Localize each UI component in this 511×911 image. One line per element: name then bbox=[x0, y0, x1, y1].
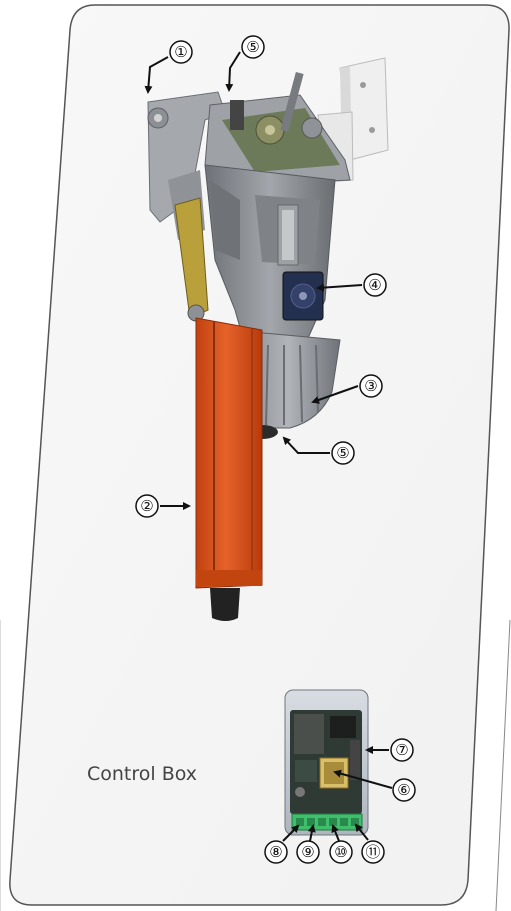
callout-8: ⑧ bbox=[264, 840, 288, 864]
arrow-c9 bbox=[307, 824, 316, 842]
link-rod bbox=[174, 197, 209, 322]
edge-line-right bbox=[495, 619, 511, 911]
callout-9: ⑨ bbox=[296, 840, 320, 864]
callout-9-text: ⑨ bbox=[301, 843, 314, 861]
callout-2-text: ② bbox=[140, 497, 153, 515]
arrow-c11 bbox=[354, 823, 369, 841]
callout-11: ⑪ bbox=[361, 840, 385, 864]
callout-7: ⑦ bbox=[390, 738, 414, 762]
callout-10-text: ⑩ bbox=[334, 843, 347, 861]
callout-6-text: ⑥ bbox=[397, 781, 410, 799]
callout-10: ⑩ bbox=[329, 840, 353, 864]
callout-3: ③ bbox=[359, 374, 383, 398]
callout-4: ④ bbox=[363, 273, 387, 297]
callout-3-text: ③ bbox=[364, 377, 377, 395]
terminal-block bbox=[296, 818, 359, 826]
arrow-c8 bbox=[282, 824, 300, 842]
control-box-label: Control Box bbox=[87, 763, 197, 785]
motor-label-plate bbox=[282, 271, 324, 321]
callout-5-bottom-text: ⑤ bbox=[336, 444, 349, 462]
orange-arm bbox=[195, 317, 263, 621]
arrow-c3 bbox=[311, 385, 359, 404]
arrow-c1 bbox=[144, 56, 169, 94]
callout-arrows bbox=[144, 51, 393, 842]
top-gear-plate bbox=[204, 71, 351, 186]
arrow-c5a bbox=[225, 51, 241, 92]
callout-5-bottom: ⑤ bbox=[331, 441, 355, 465]
callout-11-text: ⑪ bbox=[365, 843, 380, 861]
arrow-c10 bbox=[331, 824, 340, 842]
callout-1: ① bbox=[169, 40, 193, 64]
arrow-c6 bbox=[333, 769, 393, 789]
callout-8-text: ⑧ bbox=[269, 843, 282, 861]
callout-2: ② bbox=[135, 494, 159, 518]
callout-4-text: ④ bbox=[368, 276, 381, 294]
callout-5-top-text: ⑤ bbox=[246, 38, 259, 56]
control-box bbox=[284, 689, 369, 836]
callouts: ① ⑤ ④ ③ ⑤ ② ⑦ ⑥ bbox=[135, 35, 416, 864]
arrow-c4 bbox=[316, 283, 363, 292]
actuator-assembly bbox=[147, 57, 389, 621]
arrow-c5b bbox=[282, 436, 330, 454]
callout-1-text: ① bbox=[174, 43, 187, 61]
callout-6: ⑥ bbox=[392, 778, 416, 802]
callout-5-top: ⑤ bbox=[241, 35, 265, 59]
callout-7-text: ⑦ bbox=[395, 741, 408, 759]
